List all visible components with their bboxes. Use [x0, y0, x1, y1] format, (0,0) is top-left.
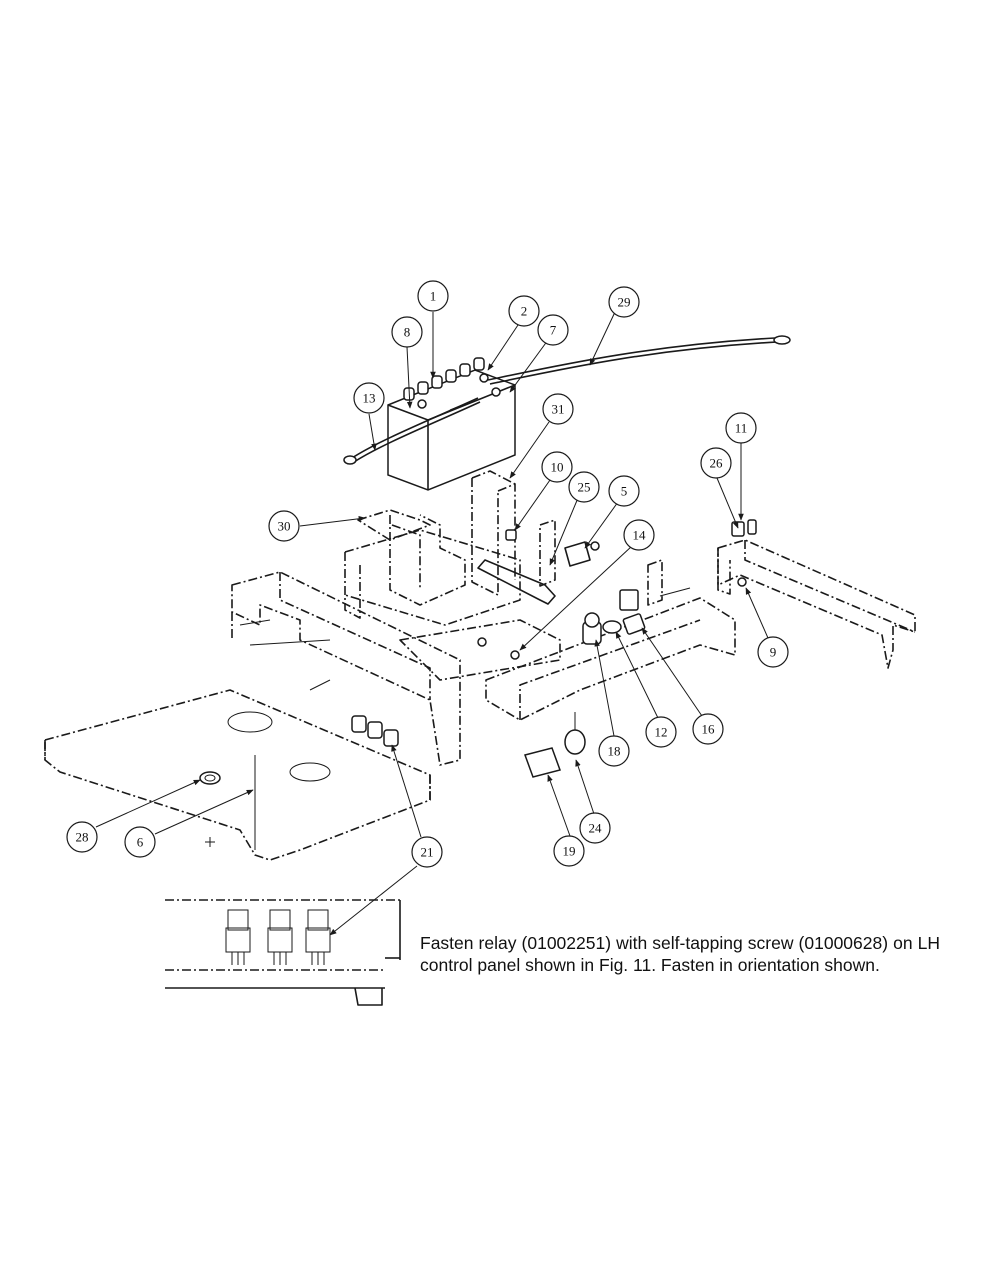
svg-text:25: 25	[578, 480, 591, 495]
svg-text:6: 6	[137, 835, 144, 850]
callout-29: 29	[608, 286, 640, 318]
svg-text:31: 31	[552, 402, 565, 417]
callout-11: 11	[725, 412, 757, 444]
svg-text:7: 7	[550, 323, 557, 338]
callout-bubbles: 1 2 7 8 29 13 31 10 25 5 30 14 11 26 9 1…	[66, 280, 789, 868]
svg-text:13: 13	[363, 391, 376, 406]
callout-25: 25	[568, 471, 600, 503]
callout-24: 24	[579, 812, 611, 844]
callout-13: 13	[353, 382, 385, 414]
rear-crossbar	[399, 619, 561, 681]
svg-text:5: 5	[621, 484, 628, 499]
control-panel	[485, 559, 736, 721]
svg-text:18: 18	[608, 744, 621, 759]
switch-5	[539, 519, 600, 587]
leader-lines	[95, 311, 769, 936]
callout-1: 1	[417, 280, 449, 312]
svg-text:12: 12	[655, 725, 668, 740]
callout-31: 31	[542, 393, 574, 425]
callout-7: 7	[537, 314, 569, 346]
main-frame	[231, 571, 461, 766]
battery-cable-13	[343, 373, 501, 465]
svg-text:14: 14	[633, 528, 647, 543]
grommet-28	[199, 771, 221, 785]
callout-12: 12	[645, 716, 677, 748]
callout-2: 2	[508, 295, 540, 327]
callout-28: 28	[66, 821, 98, 853]
callout-16: 16	[692, 713, 724, 745]
floor-plate	[44, 689, 431, 861]
inset-relay-3	[305, 909, 331, 965]
svg-text:26: 26	[710, 456, 724, 471]
switch-16	[622, 613, 646, 635]
callout-18: 18	[598, 735, 630, 767]
svg-text:30: 30	[278, 519, 291, 534]
svg-text:29: 29	[618, 295, 631, 310]
callout-21: 21	[411, 836, 443, 868]
callout-10: 10	[541, 451, 573, 483]
battery-cable-29	[487, 335, 791, 385]
svg-text:9: 9	[770, 645, 777, 660]
svg-text:24: 24	[589, 821, 603, 836]
right-bracket	[717, 519, 916, 669]
bracket-30	[344, 509, 466, 619]
relays-21	[351, 715, 399, 747]
callout-6: 6	[124, 826, 156, 858]
callout-26: 26	[700, 447, 732, 479]
inset-relay-2	[267, 909, 293, 965]
callout-8: 8	[391, 316, 423, 348]
assembly-note: Fasten relay (01002251) with self-tappin…	[420, 933, 940, 975]
svg-text:10: 10	[551, 460, 564, 475]
battery-caps	[403, 357, 485, 401]
callout-19: 19	[553, 835, 585, 867]
callout-5: 5	[608, 475, 640, 507]
hour-meter-19	[524, 747, 561, 778]
svg-text:8: 8	[404, 325, 411, 340]
inset-relay-1	[225, 909, 251, 965]
svg-text:19: 19	[563, 844, 576, 859]
svg-text:2: 2	[521, 304, 528, 319]
svg-text:21: 21	[421, 845, 434, 860]
battery-tower-31	[471, 470, 516, 596]
relay-inset	[165, 899, 401, 1006]
svg-text:11: 11	[735, 421, 748, 436]
svg-text:16: 16	[702, 722, 716, 737]
steering-linkage	[344, 529, 556, 626]
svg-text:28: 28	[76, 830, 89, 845]
switch-12	[602, 620, 622, 634]
knob-24	[564, 712, 586, 755]
callout-30: 30	[268, 510, 300, 542]
key-switch-18	[582, 612, 602, 645]
callout-9: 9	[757, 636, 789, 668]
callout-14: 14	[623, 519, 655, 551]
svg-text:1: 1	[430, 289, 437, 304]
